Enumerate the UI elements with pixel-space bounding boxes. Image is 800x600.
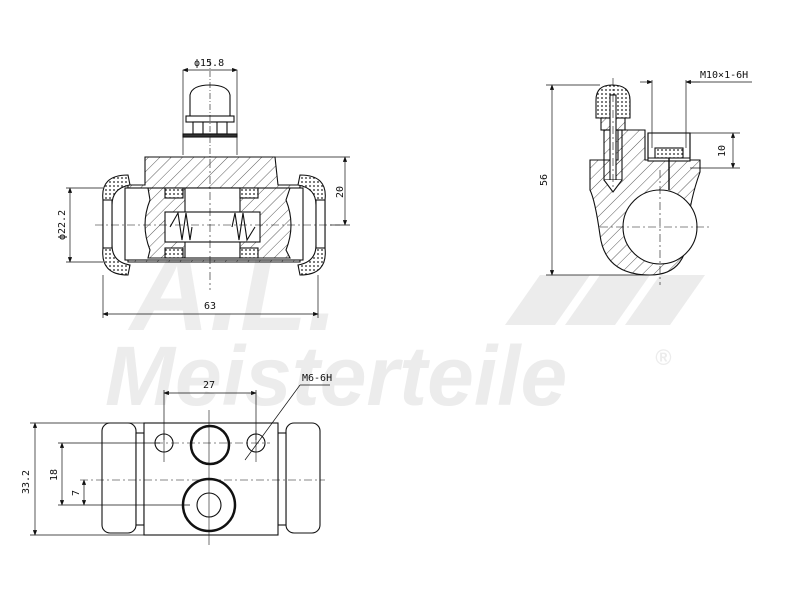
top-dimensions [30,384,330,536]
dim-overall-length: 63 [204,301,216,312]
watermark-m-logo [505,275,705,325]
dim-bleeder-diameter: ϕ15.8 [194,58,224,69]
dim-hole-spacing: 27 [203,380,215,391]
dim-axis-height: 20 [335,186,346,198]
end-section-view [589,78,710,285]
end-dimensions [546,79,752,276]
dim-port-thread: M10×1-6H [700,70,748,81]
dim-mount-thread: M6-6H [302,373,332,384]
top-view [80,410,325,545]
side-section-view [95,60,340,290]
watermark-brand: Meisterteile [105,329,567,423]
bleeder-boss [189,424,231,466]
watermark-registered: ® [655,345,672,370]
right-boot [285,422,321,534]
left-boot [101,422,137,534]
dim-port-offset: 7 [71,490,82,496]
side-dimensions [66,67,350,318]
dim-overall-width: 33.2 [21,470,32,494]
dim-overall-height: 56 [539,174,550,186]
dim-hole-offset: 18 [49,469,60,481]
dim-thread-depth: 10 [717,145,728,157]
dim-bore-diameter: ϕ22.2 [57,210,68,240]
bleeder-screw [182,60,238,160]
